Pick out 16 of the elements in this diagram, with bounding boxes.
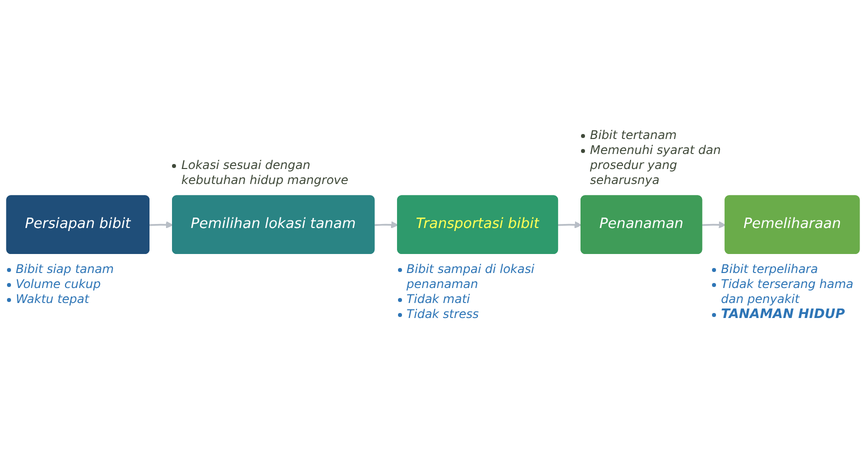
bullet-note: Bibit siap tanam	[16, 262, 114, 276]
bullet-note: Tidak mati	[406, 292, 470, 306]
arrow	[374, 222, 398, 229]
bullet-note: Waktu tepat	[16, 292, 90, 306]
bullet-note: Bibit sampai di lokasi penanaman	[406, 262, 534, 291]
bullet-note: Volume cukup	[16, 276, 101, 291]
result-note: TANAMAN HIDUP	[721, 306, 845, 322]
arrow	[702, 222, 726, 229]
bullet-note: Tidak terserang hama dan penyakit	[721, 276, 854, 306]
bullet-note: Bibit terpelihara	[721, 262, 818, 276]
bullet-note: Memenuhi syarat dan prosedur yang seharusnya	[590, 143, 721, 188]
arrow	[149, 222, 174, 229]
arrow	[558, 222, 582, 229]
bullet-note: Lokasi sesuai dengan kebutuhan hidup mangrove	[181, 158, 348, 188]
bullet-note: Tidak stress	[406, 306, 479, 321]
bullet-note: Bibit tertanam	[590, 128, 677, 142]
